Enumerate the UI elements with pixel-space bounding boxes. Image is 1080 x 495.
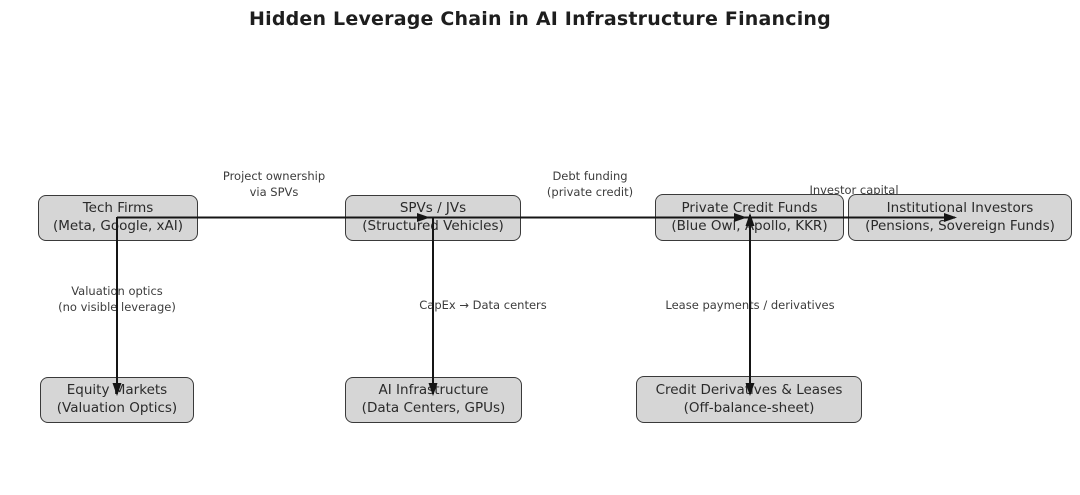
node-ai-infrastructure: AI Infrastructure (Data Centers, GPUs) <box>345 377 522 423</box>
node-subtitle: (Blue Owl, Apollo, KKR) <box>671 217 828 234</box>
edge-label-lease-payments: Lease payments / derivatives <box>665 298 835 312</box>
node-title: Credit Derivatives & Leases <box>655 381 843 398</box>
node-title: SPVs / JVs <box>399 200 467 217</box>
edge-label-valuation-optics: Valuation optics (no visible leverage) <box>58 284 176 314</box>
node-subtitle: (Meta, Google, xAI) <box>52 218 184 234</box>
node-private-credit-funds: Private Credit Funds (Blue Owl, Apollo, … <box>655 194 844 241</box>
node-subtitle: (Off-balance-sheet) <box>683 399 815 416</box>
edge-label-project-ownership: Project ownership via SPVs <box>222 169 326 199</box>
node-subtitle: (Pensions, Sovereign Funds) <box>865 217 1055 234</box>
edge-label-debt-funding: Debt funding (private credit) <box>546 169 634 199</box>
node-title: Institutional Investors <box>886 199 1034 216</box>
edge-label-capex-data-centers: CapEx → Data centers <box>419 298 547 312</box>
edge-label-investor-capital: Investor capital <box>809 183 899 197</box>
node-subtitle: (Valuation Optics) <box>56 400 178 416</box>
node-spvs-jvs: SPVs / JVs (Structured Vehicles) <box>345 195 521 241</box>
node-title: Tech Firms <box>82 200 154 217</box>
node-title: Equity Markets <box>66 382 168 399</box>
node-institutional-investors: Institutional Investors (Pensions, Sover… <box>848 194 1072 241</box>
node-subtitle: (Structured Vehicles) <box>362 218 504 234</box>
node-credit-derivatives: Credit Derivatives & Leases (Off-balance… <box>636 376 862 423</box>
node-subtitle: (Data Centers, GPUs) <box>361 400 506 416</box>
node-title: AI Infrastructure <box>378 382 489 399</box>
diagram-title: Hidden Leverage Chain in AI Infrastructu… <box>249 8 831 30</box>
node-title: Private Credit Funds <box>681 199 818 216</box>
node-tech-firms: Tech Firms (Meta, Google, xAI) <box>38 195 198 241</box>
node-equity-markets: Equity Markets (Valuation Optics) <box>40 377 194 423</box>
